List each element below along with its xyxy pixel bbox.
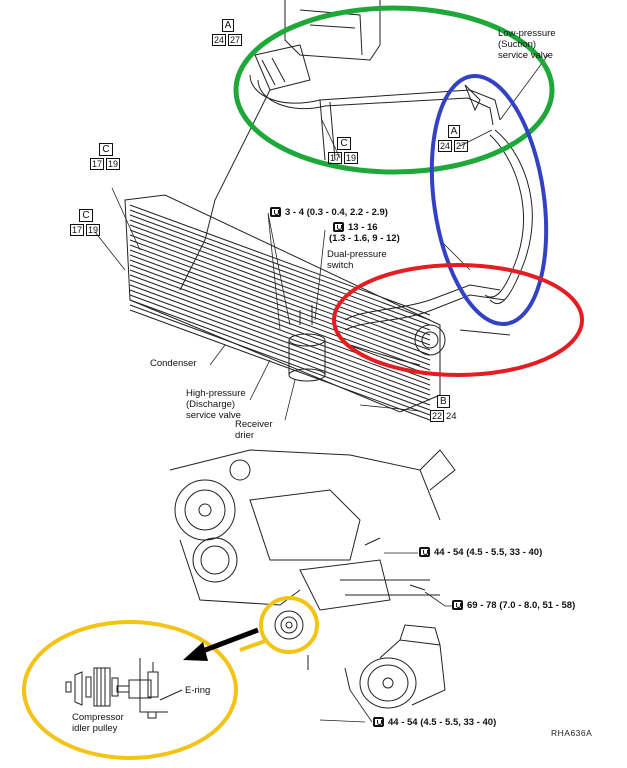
torque-wrench-icon — [419, 547, 430, 557]
dual-pressure-switch-label: Dual-pressure switch — [327, 249, 387, 271]
condenser-fin — [129, 239, 431, 351]
leader-lines — [94, 54, 549, 723]
torque-switch-mount: 3 - 4 (0.3 - 0.4, 2.2 - 2.9) — [270, 207, 388, 218]
torque-wrench-icon — [452, 600, 463, 610]
torque-wrench-icon — [333, 222, 344, 232]
torque-wrench-icon — [270, 207, 281, 217]
low-pressure-valve-label: Low-pressure (Suction) service valve — [498, 28, 556, 61]
receiver-drier — [288, 305, 326, 382]
torque-dual-switch: 13 - 16 (1.3 - 1.6, 9 - 12) — [329, 222, 400, 244]
condenser-fin — [129, 204, 431, 316]
condenser-fin — [129, 279, 431, 391]
torque-wrench-icon — [373, 717, 384, 727]
detail-arrow — [183, 627, 259, 661]
condenser-fin — [129, 284, 431, 396]
condenser-fin — [129, 244, 431, 356]
condenser-fin — [129, 259, 431, 371]
high-pressure-valve-label: High-pressure (Discharge) service valve — [186, 388, 246, 421]
receiver-drier-label: Receiver drier — [235, 419, 273, 441]
idler-pulley-installed — [274, 610, 304, 640]
bolts — [307, 537, 426, 691]
condenser-label: Condenser — [150, 358, 197, 369]
compressor-lines — [344, 284, 511, 366]
condenser-fin — [129, 299, 431, 411]
idler-pulley-label: Compressor idler pulley — [72, 712, 124, 734]
highlight-blue — [429, 73, 549, 327]
condenser-fin — [129, 209, 431, 321]
condenser-fin — [129, 254, 431, 366]
e-ring-label: E-ring — [185, 685, 211, 696]
compressor — [359, 624, 446, 709]
condenser-fin — [129, 214, 431, 326]
condenser-fin — [129, 309, 431, 421]
condenser-fin — [129, 234, 431, 346]
evaporator-unit — [179, 0, 501, 291]
condenser-fin — [129, 304, 431, 416]
condenser-fin — [129, 289, 431, 401]
condenser-fin — [129, 224, 431, 336]
suction-hose — [464, 84, 533, 305]
torque-compressor: 44 - 54 (4.5 - 5.5, 33 - 40) — [373, 717, 496, 728]
condenser-fin — [129, 294, 431, 406]
torque-bracket-upper: 44 - 54 (4.5 - 5.5, 33 - 40) — [419, 547, 542, 558]
idler-pulley-exploded — [65, 658, 183, 719]
condenser-fin — [129, 249, 431, 361]
figure-reference: RHA636A — [551, 728, 593, 738]
highlight-yellow-large — [22, 620, 238, 760]
condenser-fin — [129, 264, 431, 376]
condenser-fin — [129, 229, 431, 341]
highlight-red — [332, 263, 584, 377]
torque-bracket-lower: 69 - 78 (7.0 - 8.0, 51 - 58) — [452, 600, 575, 611]
highlight-green — [233, 5, 555, 175]
highlight-yellow-small — [259, 596, 319, 654]
